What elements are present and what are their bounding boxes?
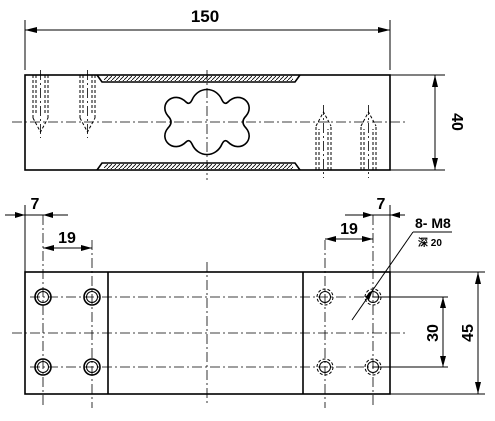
hidden-threaded-hole-right-top (316, 288, 334, 306)
side-view: 150 (12, 7, 465, 180)
hidden-hole-right-1 (315, 105, 332, 178)
hidden-threaded-hole-right-bottom (316, 358, 334, 376)
arrow-bottom (432, 158, 438, 170)
dim-label-30: 30 (425, 324, 442, 342)
upper-recess (96, 74, 301, 83)
callout-arrow (365, 290, 373, 300)
arrow-7-left-a (15, 212, 25, 218)
arrow-19-left-a (43, 245, 54, 251)
arrow-30-top (440, 297, 446, 308)
upper-knurl (104, 76, 293, 81)
arrow-19-right-a (325, 236, 336, 242)
callout-depth: 深 20 (418, 236, 442, 249)
hidden-hole-right-2 (360, 105, 377, 178)
arrow-30-bottom (440, 356, 446, 367)
threaded-hole-left-top-2 (83, 288, 101, 306)
dim-label-19-right: 19 (340, 221, 358, 238)
arrow-45-bottom (475, 382, 481, 394)
threaded-hole-left-top (34, 288, 52, 306)
arrow-left (25, 27, 37, 33)
callout-leader (351, 231, 414, 321)
arrow-19-right-b (362, 236, 373, 242)
plan-view: 7 19 19 7 8- M8 深 20 30 (5, 196, 485, 408)
lower-recess (96, 162, 301, 171)
arrow-19-left-b (81, 245, 92, 251)
arrow-7-right-a (363, 212, 373, 218)
arrow-45-top (475, 272, 481, 284)
dim-label-7-right: 7 (377, 196, 386, 213)
callout-thread: 8- M8 (415, 215, 451, 231)
dim-label-7-left: 7 (31, 196, 40, 213)
dim-label-45: 45 (460, 324, 477, 342)
arrow-7-right-b (390, 212, 400, 218)
arrow-right (378, 27, 390, 33)
hidden-hole-left-2 (79, 70, 96, 138)
hidden-hole-left-1 (32, 70, 49, 138)
lower-knurl (104, 164, 293, 169)
dim-label-40: 40 (448, 113, 465, 131)
body-outline-side (24, 74, 391, 171)
arrow-7-left-b (43, 212, 53, 218)
threaded-hole-left-bottom-2 (83, 358, 101, 376)
threaded-hole-left-bottom (34, 358, 52, 376)
dim-label-19-left: 19 (58, 230, 76, 247)
dim-label-150: 150 (191, 7, 219, 26)
arrow-top (432, 75, 438, 87)
binocular-cutout (164, 88, 250, 156)
